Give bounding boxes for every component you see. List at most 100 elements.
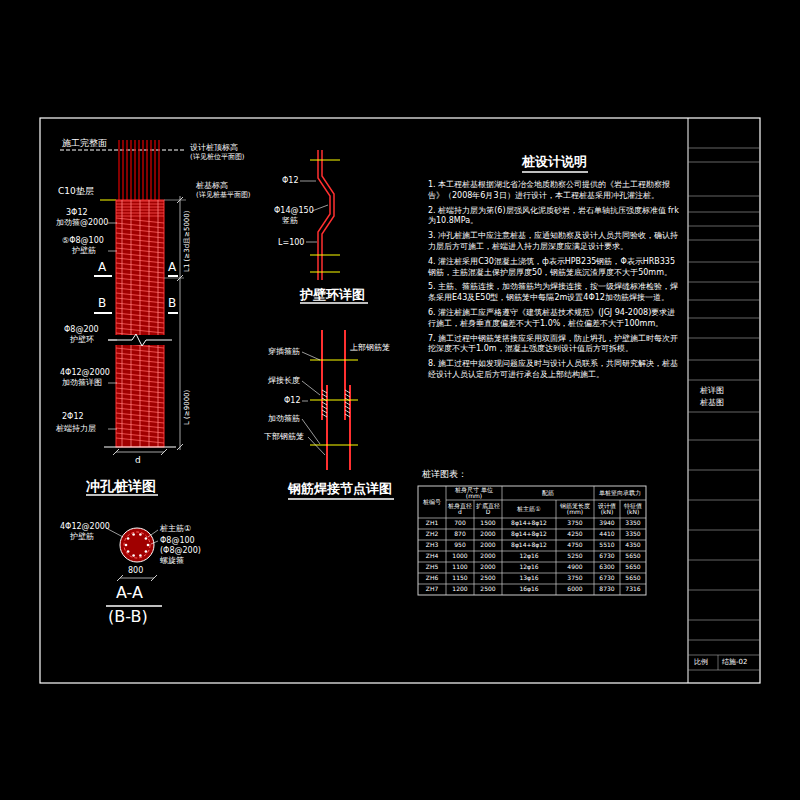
table-cell: 5650 bbox=[620, 573, 646, 584]
title-block-line bbox=[688, 380, 760, 381]
table-cell: 4900 bbox=[556, 562, 594, 573]
hoop bbox=[310, 160, 340, 161]
drawing-label: d bbox=[135, 455, 141, 465]
drawing-label: 加劲箍筋 bbox=[268, 414, 300, 423]
weld-mark bbox=[345, 390, 350, 393]
title-block-line bbox=[688, 500, 760, 501]
drawing-label: 上部钢筋笼 bbox=[350, 343, 390, 352]
rebar-dot bbox=[125, 544, 128, 547]
pile-body bbox=[116, 200, 164, 447]
title-block-line bbox=[688, 670, 760, 671]
drawing-label: 护壁筋 bbox=[72, 246, 96, 255]
title-underline bbox=[288, 498, 394, 500]
dimension-line bbox=[120, 578, 154, 579]
table-cell: 5250 bbox=[556, 551, 594, 562]
title-block-text: 结施-02 bbox=[722, 658, 747, 666]
table-cell: ZH7 bbox=[418, 584, 446, 595]
title-block-line bbox=[688, 338, 760, 339]
lower-bar bbox=[349, 385, 351, 470]
table-cell: 7316 bbox=[620, 584, 646, 595]
table-cell: 2000 bbox=[474, 562, 502, 573]
drawing-label: L1 (≥3d且≥5000) bbox=[183, 211, 191, 272]
section-cut bbox=[94, 275, 112, 277]
table-line bbox=[418, 540, 646, 541]
figure-title: 冲孔桩详图 bbox=[86, 478, 156, 494]
drawing-label: 3Φ12 bbox=[66, 208, 88, 217]
table-cell: 4410 bbox=[594, 529, 620, 540]
note-text: 8. 施工过程中如发现问题应及时与设计人员联系，共同研究解决，桩基经设计人员认定… bbox=[428, 359, 680, 381]
drawing-label: 下部钢筋笼 bbox=[264, 432, 304, 441]
rebar-dot bbox=[127, 537, 130, 540]
title-underline bbox=[522, 171, 588, 173]
weld-mark bbox=[345, 402, 350, 405]
note-text: 6. 灌注桩施工应严格遵守《建筑桩基技术规范》(JGJ 94-2008)要求进行… bbox=[428, 308, 680, 330]
drawing-label: 螺旋箍 bbox=[160, 556, 184, 565]
table-cell: 6300 bbox=[594, 562, 620, 573]
title-block-line bbox=[688, 440, 760, 441]
title-underline bbox=[86, 494, 158, 496]
table-cell: 12φ16 bbox=[502, 562, 556, 573]
title-block-line bbox=[688, 226, 760, 227]
drawing-label: 焊接长度 bbox=[268, 376, 300, 385]
table-line bbox=[418, 518, 646, 519]
rebar bbox=[126, 140, 127, 200]
weld-mark bbox=[322, 414, 327, 417]
title-underline bbox=[106, 605, 162, 607]
drawing-label: B bbox=[168, 297, 176, 311]
table-cell: ZH3 bbox=[418, 540, 446, 551]
title-block-line bbox=[688, 240, 760, 241]
table-header: 钢筋笼长度(mm) bbox=[556, 500, 594, 518]
title-block-line bbox=[688, 655, 760, 656]
rebar bbox=[134, 140, 135, 200]
title-block-line bbox=[718, 655, 719, 670]
leader-line bbox=[302, 381, 320, 395]
table-cell: 8φ14+8φ12 bbox=[502, 529, 556, 540]
leader-line bbox=[148, 530, 158, 537]
leader-line bbox=[108, 340, 117, 341]
dimension-tick bbox=[117, 575, 123, 581]
note-text: 2. 桩端持力层为第(6)层强风化泥质砂岩，岩石单轴抗压强度标准值 frk 为1… bbox=[428, 206, 680, 228]
title-block-line bbox=[688, 470, 760, 471]
table-line bbox=[418, 529, 646, 530]
weld-mark bbox=[345, 406, 350, 409]
table-cell: ZH4 bbox=[418, 551, 446, 562]
table-cell: 3940 bbox=[594, 518, 620, 529]
table-cell: 1100 bbox=[446, 562, 474, 573]
title-block-line bbox=[688, 640, 760, 641]
table-cell: 12φ16 bbox=[502, 551, 556, 562]
table-cell: 2000 bbox=[474, 529, 502, 540]
leader-line bbox=[302, 401, 308, 402]
title-block-line bbox=[688, 560, 760, 561]
lower-bar bbox=[326, 385, 328, 470]
drawing-label: 桩主筋① bbox=[160, 524, 191, 533]
hoop bbox=[310, 360, 358, 361]
drawing-label: 设计桩顶标高 bbox=[190, 143, 238, 152]
table-cell: 1500 bbox=[474, 518, 502, 529]
dimension-line bbox=[116, 452, 164, 453]
weld-mark bbox=[345, 414, 350, 417]
table-line bbox=[502, 486, 503, 595]
figure-title: (B-B) bbox=[108, 608, 148, 626]
break-line bbox=[108, 334, 172, 346]
drawing-label: 桩端持力层 bbox=[56, 424, 96, 433]
rebar bbox=[154, 140, 155, 200]
rebar-dot bbox=[127, 550, 130, 553]
weld-mark bbox=[322, 410, 327, 413]
weld-mark bbox=[345, 394, 350, 397]
main-bar bbox=[131, 200, 132, 447]
drawing-label: Φ8@200 bbox=[64, 325, 99, 334]
table-cell: 2000 bbox=[474, 540, 502, 551]
leader-line bbox=[312, 205, 328, 211]
wall-bar bbox=[318, 150, 330, 280]
table-cell: 3750 bbox=[556, 573, 594, 584]
figure-title: A-A bbox=[116, 584, 143, 602]
drawing-label: L=100 bbox=[278, 238, 304, 247]
drawing-label: 桩基标高 bbox=[196, 181, 228, 190]
drawing-label: 2Φ12 bbox=[62, 412, 84, 421]
drawing-label: Φ14@150 bbox=[274, 206, 314, 215]
drawing-label: 4Φ12@2000 bbox=[60, 368, 110, 377]
table-cell: 2500 bbox=[474, 573, 502, 584]
wall-bar bbox=[322, 150, 334, 280]
drawing-label: 加劲箍详图 bbox=[62, 378, 102, 387]
title-block-line bbox=[688, 300, 760, 301]
